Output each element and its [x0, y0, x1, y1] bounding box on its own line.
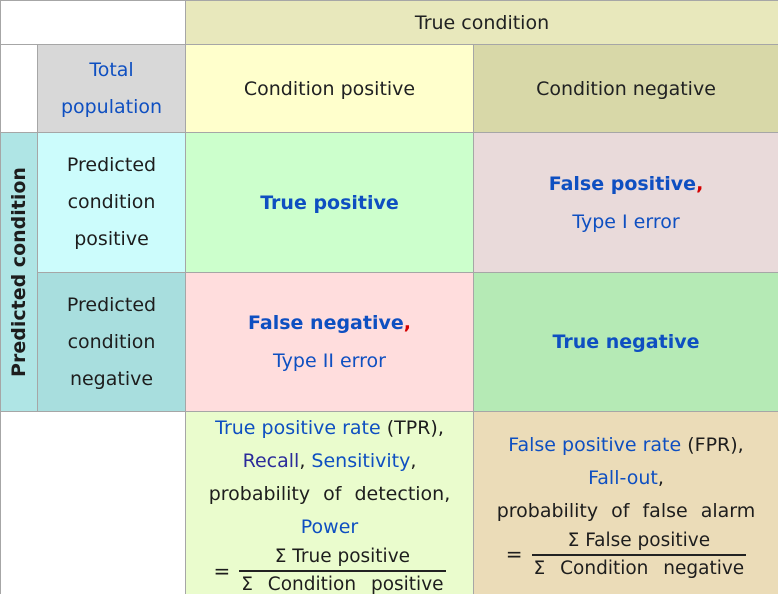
fpr-line-3: probability of false alarm	[496, 499, 756, 522]
fpr-comma: ,	[657, 466, 664, 489]
row1-left-empty-cell	[0, 44, 38, 133]
false-negative-cell: False negative, Type II error	[185, 272, 474, 412]
true-negative-link[interactable]: True negative	[552, 331, 700, 353]
bottom-left-empty-cell	[0, 411, 186, 594]
tpr-denominator: Σ Condition positive	[241, 574, 444, 594]
condition-negative-label: Condition negative	[536, 77, 716, 100]
true-positive-cell: True positive	[185, 132, 474, 273]
false-positive-link[interactable]: False positive	[548, 172, 697, 195]
total-population-cell: Total population	[37, 44, 186, 133]
condition-negative-cell: Condition negative	[473, 44, 778, 133]
predicted-condition-negative-label: Predicted condition negative	[66, 293, 157, 390]
tpr-comma-2: ,	[410, 450, 417, 472]
tpr-comma-1: ,	[299, 450, 312, 472]
condition-positive-label: Condition positive	[243, 77, 416, 100]
fpr-abbrev: (FPR),	[681, 433, 744, 456]
tpr-formula-cell: True positive rate (TPR), Recall, Sensit…	[185, 411, 474, 594]
fpr-equals-sign: =	[505, 542, 523, 566]
fall-out-link[interactable]: Fall-out	[588, 466, 658, 489]
tpr-line-2: Recall, Sensitivity,	[186, 445, 473, 478]
predicted-condition-negative-cell: Predicted condition negative	[37, 272, 186, 412]
condition-positive-cell: Condition positive	[185, 44, 474, 133]
tpr-numerator: Σ True positive	[239, 544, 446, 572]
predicted-condition-vertical-header: Predicted condition	[0, 132, 38, 412]
recall-link[interactable]: Recall	[242, 450, 300, 472]
top-left-empty-cell	[0, 0, 186, 45]
sensitivity-link[interactable]: Sensitivity	[311, 450, 411, 472]
predicted-condition-positive-cell: Predicted condition positive	[37, 132, 186, 273]
false-negative-link[interactable]: False negative	[248, 312, 404, 334]
predicted-condition-positive-label: Predicted condition positive	[66, 154, 157, 250]
false-positive-cell: False positive, Type I error	[473, 132, 778, 273]
tpr-abbrev: (TPR),	[380, 417, 444, 439]
false-positive-rate-link[interactable]: False positive rate	[508, 433, 682, 456]
true-negative-cell: True negative	[473, 272, 778, 412]
fpr-formula-cell: False positive rate (FPR), Fall-out, pro…	[473, 411, 778, 594]
fpr-line-1: False positive rate (FPR),	[474, 429, 778, 462]
fpr-line-2: Fall-out,	[474, 462, 778, 495]
tpr-equals-sign: =	[213, 558, 231, 583]
fpr-denominator: Σ Condition negative	[533, 557, 745, 579]
type-1-error-link[interactable]: Type I error	[572, 210, 680, 233]
total-population-link[interactable]: Total population	[60, 58, 163, 118]
fpr-numerator: Σ False positive	[531, 528, 747, 556]
true-condition-header: True condition	[185, 0, 778, 45]
tpr-line-4: Power	[186, 511, 473, 544]
true-positive-link[interactable]: True positive	[260, 191, 399, 214]
true-condition-label: True condition	[414, 11, 550, 34]
tpr-line-1: True positive rate (TPR),	[186, 412, 473, 445]
false-negative-comma: ,	[403, 312, 411, 334]
tpr-line-3: probability of detection,	[208, 483, 451, 505]
predicted-condition-label: Predicted condition	[8, 167, 30, 377]
true-positive-rate-link[interactable]: True positive rate	[215, 417, 381, 439]
type-2-error-link[interactable]: Type II error	[273, 350, 386, 372]
false-positive-comma: ,	[696, 172, 704, 195]
power-link[interactable]: Power	[300, 516, 359, 538]
